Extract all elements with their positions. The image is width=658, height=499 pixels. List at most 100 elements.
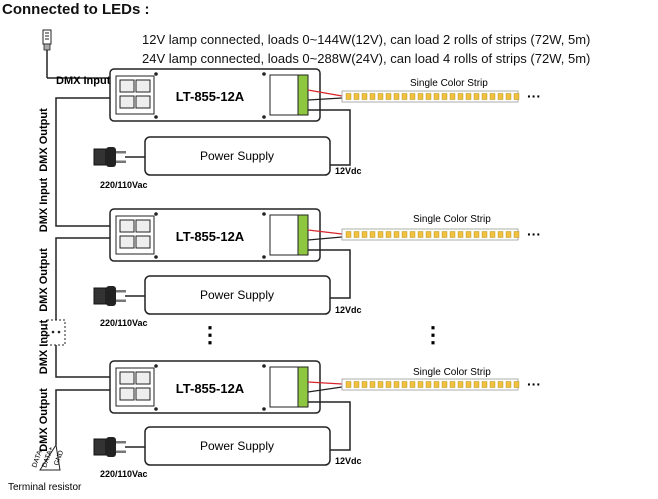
ac-voltage-2: 220/110Vac [100,318,148,328]
led-chip [401,231,408,238]
dmx-link-3 [55,345,110,378]
led-chip [457,381,464,388]
dmx-link-terminal [55,389,110,445]
label-dmx-output-2: DMX Output [38,248,50,312]
led-chip [393,93,400,100]
led-chip [417,381,424,388]
led-chip [457,231,464,238]
label-dmx-output-1: DMX Output [38,108,50,172]
led-chip [393,381,400,388]
led-chip [345,231,352,238]
led-chip [425,381,432,388]
gnd-label: GND [53,450,65,467]
controller-unit-1: LT-855-12A [109,68,321,122]
led-chip [417,93,424,100]
led-chip [401,381,408,388]
page-title: Connected to LEDs : [2,1,150,18]
model-label-3: LT-855-12A [176,381,245,396]
led-chip [513,231,520,238]
led-chip [497,231,504,238]
led-chip [433,93,440,100]
led-chip [505,381,512,388]
label-dmx-input-1: DMX Input [56,75,111,87]
led-chip [353,93,360,100]
led-chip [497,93,504,100]
label-dmx-input-3: DMX Input [38,319,50,374]
led-chip [361,231,368,238]
led-chip [433,381,440,388]
led-chip [425,93,432,100]
led-chip [361,381,368,388]
led-chip [353,381,360,388]
led-chip [353,231,360,238]
led-chip [481,381,488,388]
led-chip [409,231,416,238]
power-supply-2: Power Supply 220/110Vac 12Vdc [93,249,362,328]
label-dmx-output-3: DMX Output [38,388,50,452]
led-chip [441,93,448,100]
led-chip [481,93,488,100]
controller-unit-2: LT-855-12A [109,208,321,262]
led-chip [345,381,352,388]
led-chip [449,231,456,238]
led-chip [369,231,376,238]
led-chip [489,381,496,388]
led-chip [449,381,456,388]
power-supply-3: Power Supply 220/110Vac 12Vdc [93,401,362,479]
led-chip [345,93,352,100]
dmx-link-2 [55,237,110,320]
led-chip [385,93,392,100]
led-chip [497,381,504,388]
strip-3: Single Color Strip ··· [307,367,541,393]
led-chip [385,381,392,388]
cable-splice [46,319,66,346]
led-chip [449,93,456,100]
model-label-2: LT-855-12A [176,229,245,244]
led-strip-dots [345,93,520,388]
led-chip [369,381,376,388]
led-chip [425,231,432,238]
power-supply-label-1: Power Supply [200,149,274,163]
strip-ellipsis-3: ··· [527,376,541,392]
ac-voltage-3: 220/110Vac [100,469,148,479]
led-chip [417,231,424,238]
power-supply-1: Power Supply 220/110Vac 12Vdc [93,109,362,190]
led-chip [441,231,448,238]
led-chip [377,93,384,100]
label-dmx-input-2: DMX Input [38,177,50,232]
led-chip [481,231,488,238]
led-chip [505,231,512,238]
dmx-link-1-2 [55,97,110,227]
led-chip [409,93,416,100]
strip-1: Single Color Strip ··· [307,78,541,104]
power-supply-label-2: Power Supply [200,288,274,302]
led-chip [377,381,384,388]
led-chip [409,381,416,388]
led-chip [473,381,480,388]
strip-2: Single Color Strip ··· [307,214,541,242]
dc-voltage-3: 12Vdc [335,456,362,466]
led-chip [465,381,472,388]
led-chip [393,231,400,238]
strip-label-2: Single Color Strip [413,214,491,225]
controller-unit-3: LT-855-12A [109,360,321,414]
strip-label-3: Single Color Strip [413,367,491,378]
led-chip [513,381,520,388]
led-chip [433,231,440,238]
terminal-resistor-label: Terminal resistor [8,482,82,493]
led-chip [489,93,496,100]
strip-label-1: Single Color Strip [410,78,488,89]
led-chip [473,231,480,238]
led-chip [457,93,464,100]
dmx-input-plug-top [42,29,110,79]
led-chip [385,231,392,238]
continuation-dots-left: ⋮ [199,322,221,347]
led-chip [465,231,472,238]
led-chip [369,93,376,100]
dc-voltage-1: 12Vdc [335,166,362,176]
led-chip [465,93,472,100]
dc-voltage-2: 12Vdc [335,305,362,315]
continuation-dots-right: ⋮ [422,322,444,347]
led-chip [401,93,408,100]
